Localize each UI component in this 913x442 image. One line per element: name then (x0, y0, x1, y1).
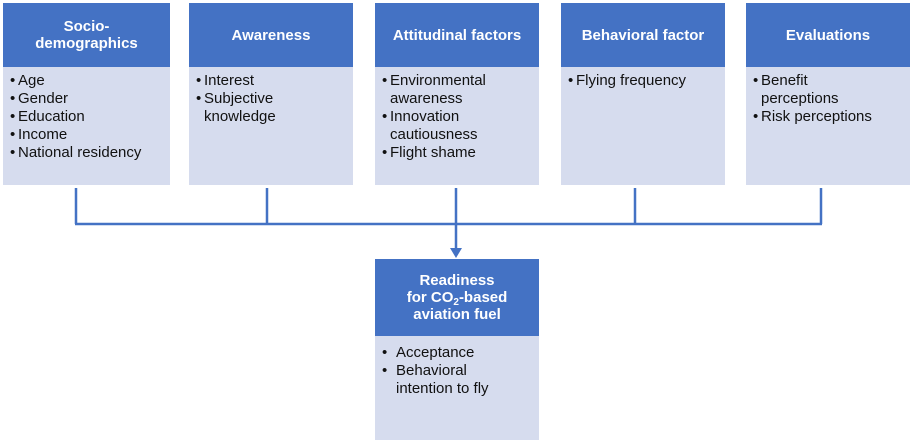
box-header: Behavioral factor (561, 3, 725, 67)
list-item: •Risk perceptions (753, 108, 904, 126)
box-header: Evaluations (746, 3, 910, 67)
list-item: •Education (10, 108, 164, 126)
box-title-line: Attitudinal factors (392, 26, 522, 44)
title-text: -based (458, 289, 508, 306)
item-text: Interest (204, 72, 255, 89)
bullet-icon: • (382, 344, 388, 361)
item-text: Age (18, 72, 45, 89)
box-readiness: Readiness for CO2-based aviation fuel • A… (375, 259, 539, 440)
box-title-line: Behavioral factor (581, 26, 705, 44)
item-text: Income (18, 126, 68, 143)
bullet-icon: • (10, 108, 16, 125)
item-text: Gender (18, 90, 69, 107)
bullet-icon: • (10, 90, 16, 107)
bullet-icon: • (753, 108, 759, 125)
list-item: •National residency (10, 144, 164, 162)
item-text: Benefit (761, 72, 808, 89)
bullet-icon: • (382, 108, 388, 125)
arrow-head-icon (450, 248, 462, 258)
box-body: •Flying frequency (561, 67, 725, 185)
box-title-line: aviation fuel (413, 306, 501, 323)
bullet-icon: • (196, 90, 202, 107)
box-title-line: Evaluations (785, 26, 871, 44)
item-text: Environmental (390, 72, 486, 89)
box-title-line: Readiness (419, 272, 495, 289)
item-text: awareness (390, 90, 463, 107)
item-text: Innovation (390, 108, 460, 125)
item-text: intention to fly (396, 380, 489, 397)
list-item: •Flying frequency (568, 72, 719, 90)
item-text: Flight shame (390, 144, 476, 161)
list-item: •Age (10, 72, 164, 90)
box-title-line: demographics (35, 35, 138, 52)
list-item: •Gender (10, 90, 164, 108)
item-text: National residency (18, 144, 142, 161)
item-text: Acceptance (396, 344, 475, 361)
box-header: Attitudinal factors (375, 3, 539, 67)
list-item: • Acceptance (382, 344, 533, 362)
box-title-line: Socio- (63, 18, 110, 35)
title-text: for CO (406, 289, 454, 306)
box-header: Socio- demographics (3, 3, 170, 67)
item-text: cautiousness (390, 126, 478, 143)
box-sociodemographics: Socio- demographics •Age •Gender •Educat… (3, 3, 170, 185)
box-header: Readiness for CO2-based aviation fuel (375, 259, 539, 336)
bullet-icon: • (10, 72, 16, 89)
list-item: •Interest (196, 72, 347, 90)
bullet-icon: • (382, 144, 388, 161)
bullet-icon: • (10, 144, 16, 161)
bullet-icon: • (196, 72, 202, 89)
title-subscript: 2 (453, 297, 459, 308)
item-text: Flying frequency (576, 72, 687, 89)
item-text: Education (18, 108, 85, 125)
box-header: Awareness (189, 3, 353, 67)
bullet-icon: • (382, 72, 388, 89)
bullet-icon: • (382, 362, 388, 379)
list-item: •Flight shame (382, 144, 533, 162)
box-title-line: Awareness (231, 26, 311, 44)
list-item: •Income (10, 126, 164, 144)
item-text: Risk perceptions (761, 108, 872, 125)
item-text: perceptions (761, 90, 839, 107)
item-text: Behavioral (396, 362, 467, 379)
bullet-icon: • (10, 126, 16, 143)
box-body: •Age •Gender •Education •Income •Nationa… (3, 67, 170, 185)
box-behavioral-factor: Behavioral factor •Flying frequency (561, 3, 725, 185)
item-text: Subjective (204, 90, 274, 107)
bullet-icon: • (568, 72, 574, 89)
bullet-icon: • (753, 72, 759, 89)
box-title-line: for CO2-based (406, 289, 508, 308)
item-text: knowledge (204, 108, 276, 125)
